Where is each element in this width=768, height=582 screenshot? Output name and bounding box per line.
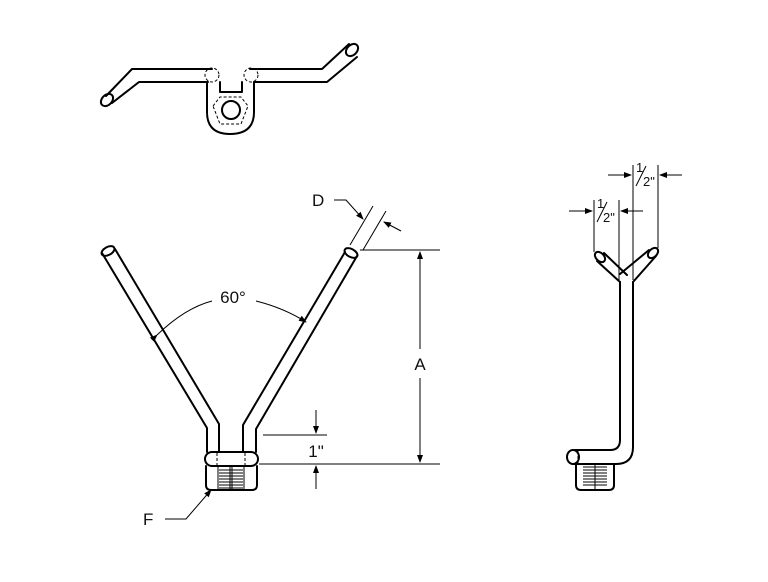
thread-label: F	[143, 510, 153, 529]
side-view: 1 2" 1 2"	[566, 160, 682, 491]
diameter-label: D	[312, 191, 324, 210]
front-view: 60° D A 1" F	[100, 191, 440, 529]
top-view	[99, 42, 360, 135]
half-top-num: 1	[636, 160, 643, 175]
offset-label: 1"	[308, 442, 324, 461]
angle-label: 60°	[220, 288, 246, 307]
half-top-den: 2"	[643, 174, 655, 189]
height-label: A	[414, 355, 426, 374]
half-bottom-num: 1	[597, 196, 604, 211]
side-thread-icon	[583, 465, 607, 489]
half-bottom-den: 2"	[603, 210, 615, 225]
thread-icon	[217, 467, 245, 489]
